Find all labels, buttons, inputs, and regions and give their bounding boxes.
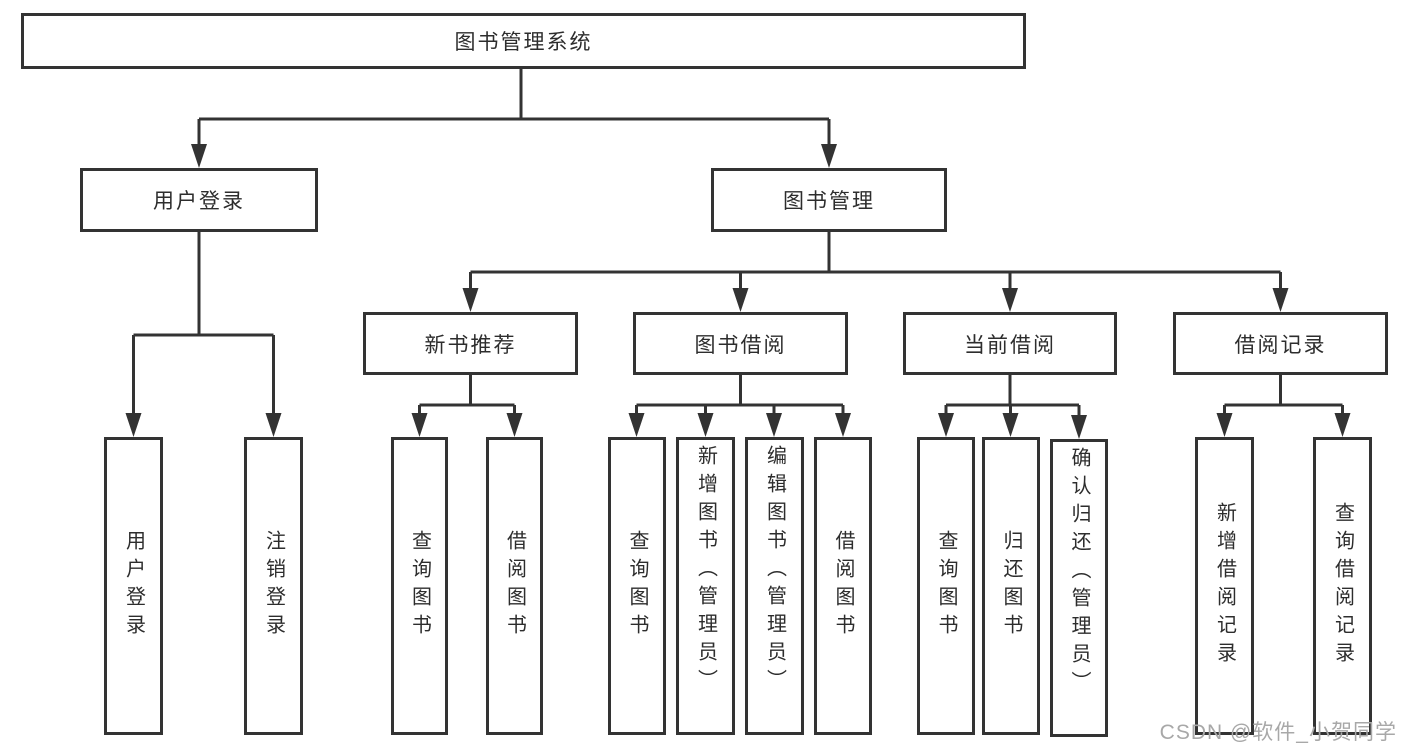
connector-user-login-branch [132,232,275,417]
arrowhead [1002,288,1018,312]
arrowhead [821,144,837,168]
arrowhead [766,413,782,437]
arrowheads [125,144,1351,439]
arrowhead [1071,415,1087,439]
connector-borrowing-records-branch [1223,375,1344,417]
connector-paths [132,69,1344,419]
node-user-login: 用户登录 [80,168,318,232]
leaf-borrow-books: 借阅图书 [814,437,872,735]
node-book-management: 图书管理 [711,168,947,232]
leaf-label: 编辑图书（管理员） [763,445,786,697]
node-book-borrowing: 图书借阅 [633,312,848,375]
leaf-query-books: 查询图书 [391,437,448,735]
leaf-label: 查询图书 [408,530,431,642]
node-label: 图书管理 [783,190,875,213]
arrowhead [1272,288,1289,312]
node-label: 新书推荐 [424,333,517,357]
arrowhead [628,413,645,437]
leaf-label: 借阅图书 [503,530,526,642]
node-current-borrowing: 当前借阅 [903,312,1117,375]
leaf-label: 查询图书 [935,530,957,642]
leaf-label: 新增借阅记录 [1213,502,1236,670]
leaf-user-login: 用户登录 [104,437,163,735]
node-library-management-system: 图书管理系统 [21,13,1026,69]
leaf-return-books: 归还图书 [982,437,1040,735]
leaf-query-books: 查询图书 [917,437,975,735]
leaf-label: 用户登录 [122,530,145,642]
leaf-edit-books-admin: 编辑图书（管理员） [745,437,804,735]
arrowhead [1334,413,1351,437]
arrowhead [265,413,282,437]
leaf-label: 注销登录 [262,530,285,642]
leaf-label: 新增图书（管理员） [694,445,717,697]
node-label: 当前借阅 [964,333,1056,357]
arrowhead [732,288,749,312]
node-borrowing-records: 借阅记录 [1173,312,1388,375]
leaf-label: 查询图书 [626,530,648,642]
watermark: CSDN @软件_小贺同学 [1159,721,1397,744]
connector-new-books-branch [418,375,516,417]
arrowhead [1002,413,1019,437]
leaf-query-books: 查询图书 [608,437,666,735]
leaf-label: 查询借阅记录 [1331,502,1354,670]
leaf-label: 归还图书 [1000,530,1022,642]
leaf-label: 确认归还（管理员） [1068,447,1090,699]
node-label: 图书管理系统 [454,31,593,54]
arrowhead [411,413,428,437]
leaf-add-books-admin: 新增图书（管理员） [676,437,735,735]
arrowhead [835,413,851,437]
connector-book-borrowing-branch [635,375,845,417]
leaf-query-borrow-record: 查询借阅记录 [1313,437,1372,735]
node-label: 图书借阅 [694,333,787,357]
leaf-label: 借阅图书 [832,530,854,642]
connector-book-management-branch [469,232,1282,292]
node-label: 用户登录 [153,190,245,213]
node-new-book-recommendation: 新书推荐 [363,312,578,375]
leaf-logout: 注销登录 [244,437,303,735]
arrowhead [697,413,714,437]
leaf-add-borrow-record: 新增借阅记录 [1195,437,1254,735]
arrowhead [125,413,142,437]
arrowhead [938,413,954,437]
arrowhead [506,413,523,437]
arrowhead [191,144,207,168]
arrowhead [1216,413,1233,437]
connector-root [197,69,831,148]
leaf-borrow-books: 借阅图书 [486,437,543,735]
leaf-confirm-return-admin: 确认归还（管理员） [1050,439,1108,737]
connector-current-borrowing-branch [944,375,1081,419]
node-label: 借阅记录 [1234,333,1327,357]
arrowhead [462,288,479,312]
